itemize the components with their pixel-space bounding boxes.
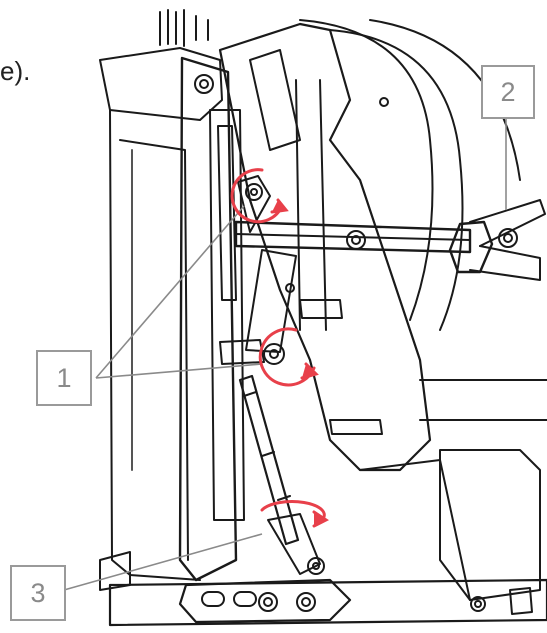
rotation-arrow-upper [230,168,284,224]
text-fragment: e). [0,56,31,86]
rotation-arrows [230,168,329,528]
rotation-arrow-middle [258,327,316,387]
callout-2: 2 [481,65,535,119]
rotation-arrow-lower [260,500,326,522]
leader-lines [63,118,507,591]
callout-3: 3 [10,565,66,621]
callout-1: 1 [36,350,92,406]
